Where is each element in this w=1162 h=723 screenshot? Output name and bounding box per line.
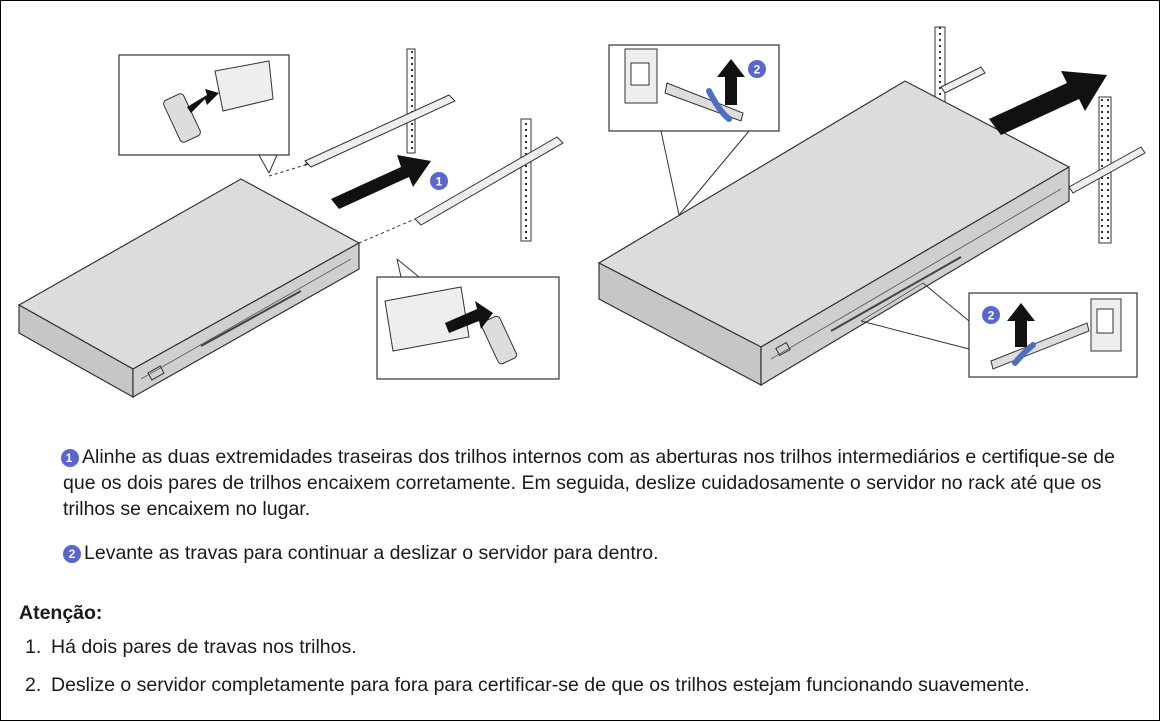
rack-post-left-front <box>268 118 564 244</box>
callout-rail-rear-bottom <box>376 258 560 380</box>
svg-text:2: 2 <box>988 309 995 323</box>
callout-latch-top: 2 <box>608 44 780 216</box>
push-arrow-right <box>989 71 1107 135</box>
attention-heading: Atenção: <box>19 602 103 624</box>
server-left <box>17 178 361 399</box>
step-2-text: Levante as travas para continuar a desli… <box>84 542 659 564</box>
installation-figure: 1 <box>1 1 1159 401</box>
attention-item-text: Há dois pares de travas nos trilhos. <box>51 636 357 658</box>
rack-post-right-front <box>1068 96 1146 244</box>
attention-list: 1. Há dois pares de travas nos trilhos. … <box>25 634 1145 710</box>
attention-item-number: 2. <box>25 674 42 696</box>
server-right <box>597 80 1071 387</box>
svg-text:2: 2 <box>754 63 761 77</box>
attention-item: 1. Há dois pares de travas nos trilhos. <box>25 634 1145 660</box>
callout-latch-bottom: 2 <box>860 282 1138 378</box>
attention-item-text: Deslize o servidor completamente para fo… <box>51 674 1030 696</box>
installation-illustration: 1 <box>17 26 1146 399</box>
attention-item-number: 1. <box>25 636 42 658</box>
step-2-number-badge: 2 <box>63 545 81 563</box>
rack-post-left-back <box>304 48 456 168</box>
push-arrow-left <box>331 155 431 209</box>
step-1-badge: 1 <box>430 172 448 190</box>
attention-item: 2. Deslize o servidor completamente para… <box>25 672 1145 698</box>
step-1-number-badge: 1 <box>61 449 79 467</box>
callout-rail-rear-top <box>118 54 290 174</box>
svg-text:1: 1 <box>436 175 443 189</box>
step-1-text: Alinhe as duas extremidades traseiras do… <box>63 446 1115 520</box>
rack-post-right-back <box>934 26 986 136</box>
